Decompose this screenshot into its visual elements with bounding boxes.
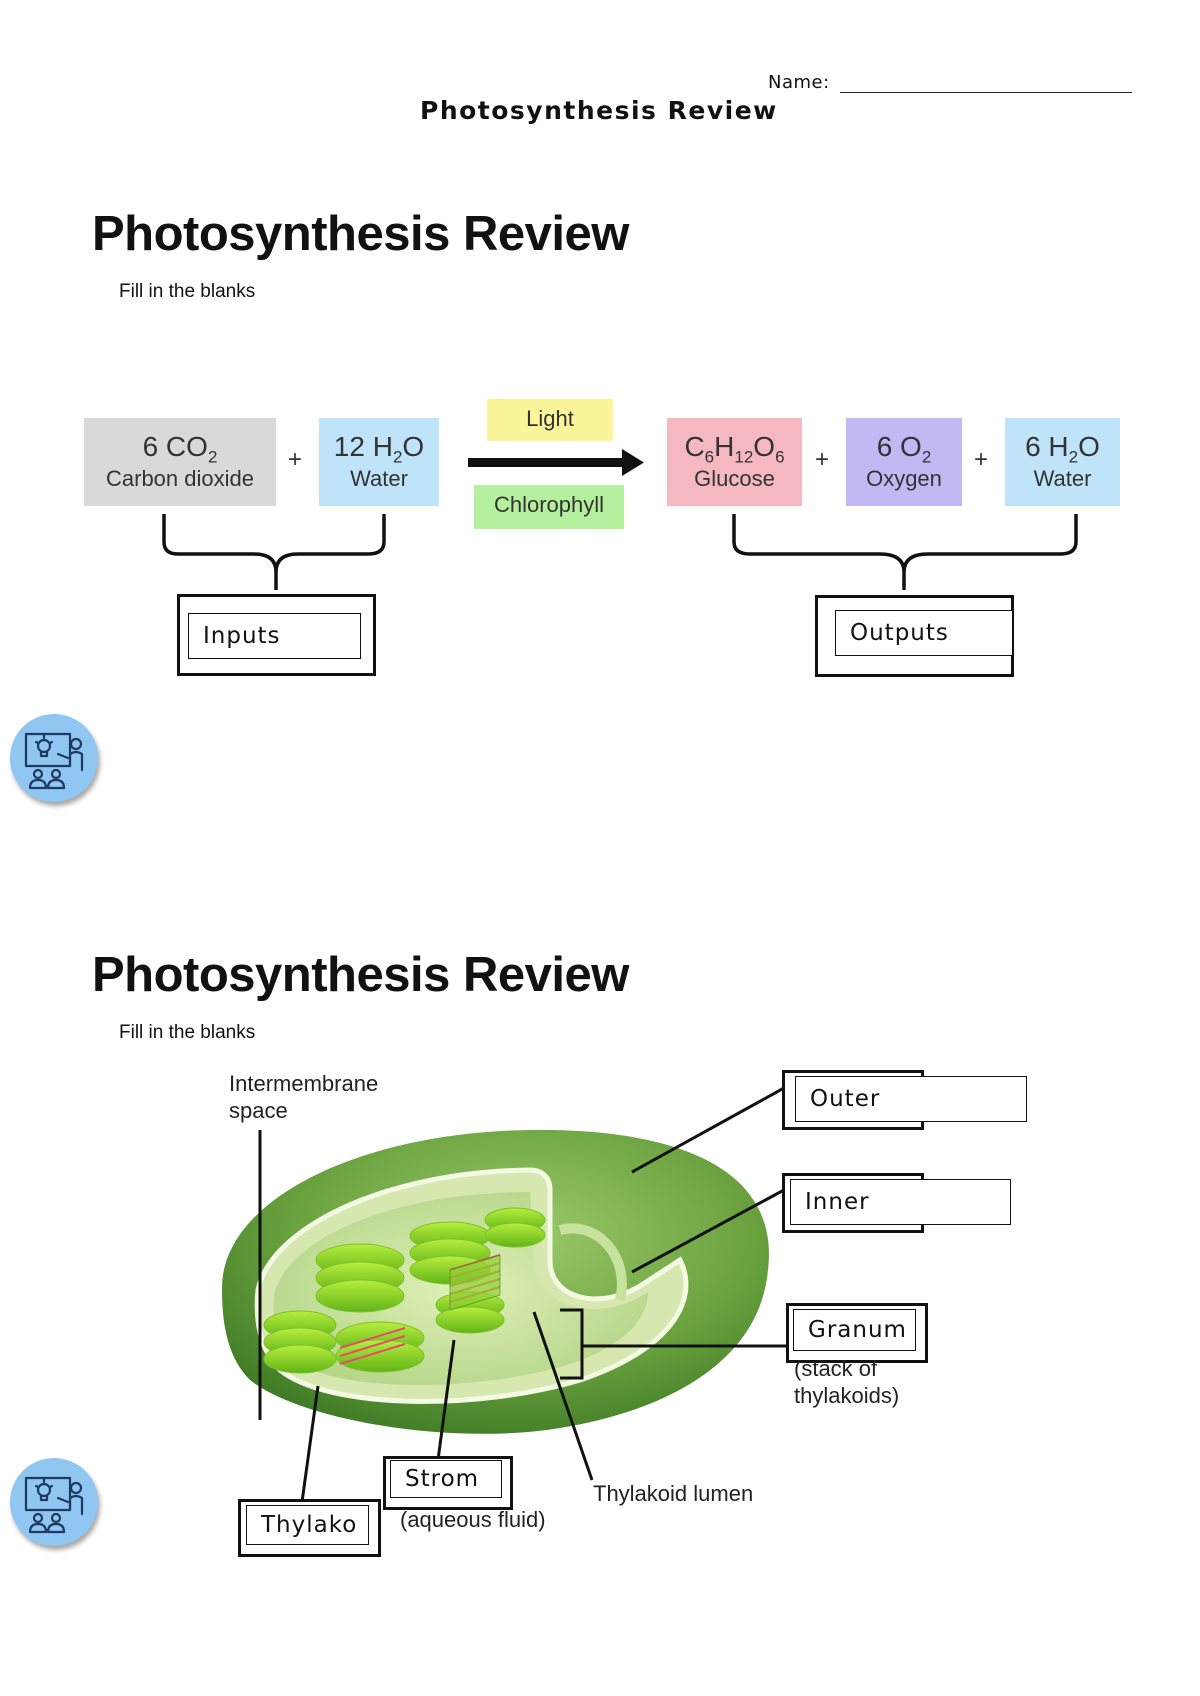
document-title: Photosynthesis Review bbox=[420, 96, 778, 125]
condition-light: Light bbox=[487, 399, 613, 441]
thylakoid-label[interactable]: Thylako bbox=[246, 1505, 369, 1545]
slide2-title: Photosynthesis Review bbox=[92, 948, 629, 1002]
outer-membrane-label[interactable]: Outer bbox=[795, 1076, 1027, 1122]
inputs-brace-icon bbox=[162, 514, 386, 590]
product-glucose: C6H12O6 Glucose bbox=[667, 418, 802, 506]
outputs-label[interactable]: Outputs bbox=[835, 610, 1013, 656]
intermembrane-label: Intermembrane space bbox=[229, 1071, 379, 1123]
plus-sign: + bbox=[815, 446, 830, 473]
teacher-presentation-icon bbox=[10, 714, 98, 802]
stroma-label[interactable]: Strom bbox=[390, 1460, 502, 1498]
name-line[interactable] bbox=[840, 92, 1132, 93]
product-water: 6 H2O Water bbox=[1005, 418, 1120, 506]
reactant-water-name: Water bbox=[350, 466, 408, 491]
granum-note: (stack of thylakoids) bbox=[794, 1356, 900, 1408]
reactant-co2: 6 CO2 Carbon dioxide bbox=[84, 418, 276, 506]
reaction-arrow-icon bbox=[468, 449, 644, 476]
outputs-brace-icon bbox=[732, 514, 1078, 590]
plus-sign: + bbox=[974, 446, 989, 473]
thylakoid-lumen-label: Thylakoid lumen bbox=[593, 1481, 754, 1506]
reactant-co2-name: Carbon dioxide bbox=[106, 466, 254, 491]
granum-label[interactable]: Granum bbox=[793, 1309, 916, 1351]
product-oxygen: 6 O2 Oxygen bbox=[846, 418, 962, 506]
slide1-subtitle: Fill in the blanks bbox=[119, 281, 256, 302]
inner-membrane-label[interactable]: Inner bbox=[790, 1179, 1011, 1225]
condition-chlorophyll: Chlorophyll bbox=[474, 485, 624, 529]
slide2-subtitle: Fill in the blanks bbox=[119, 1022, 256, 1043]
product-water-name: Water bbox=[1033, 466, 1092, 491]
product-glucose-name: Glucose bbox=[694, 466, 775, 491]
slide1-title: Photosynthesis Review bbox=[92, 207, 629, 261]
inputs-label[interactable]: Inputs bbox=[188, 613, 361, 659]
name-label: Name: bbox=[768, 72, 830, 93]
plus-sign: + bbox=[288, 446, 303, 473]
stroma-note: (aqueous fluid) bbox=[400, 1507, 546, 1532]
product-oxygen-name: Oxygen bbox=[866, 466, 942, 491]
reactant-water: 12 H2O Water bbox=[319, 418, 439, 506]
teacher-presentation-icon bbox=[10, 1458, 98, 1546]
chloroplast-diagram bbox=[221, 1129, 769, 1434]
